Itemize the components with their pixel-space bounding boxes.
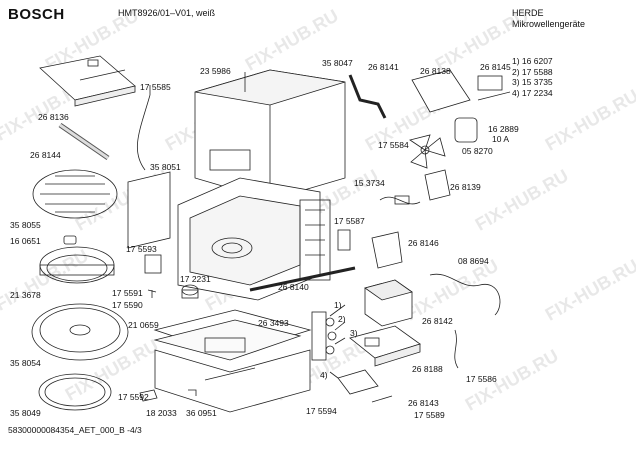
part-label: 18 2033: [146, 408, 177, 418]
thermostat-part: [144, 254, 162, 274]
part-label: 08 8694: [458, 256, 489, 266]
roller-ring-part: [39, 246, 115, 284]
document-footer: 58300000084354_AET_000_B -4/3: [8, 425, 142, 435]
fan-bracket-part: [371, 231, 403, 269]
part-label: 26 8188: [412, 364, 443, 374]
part-label: 26 8136: [38, 112, 69, 122]
leader-line: [329, 304, 346, 317]
part-label: 35 8047: [322, 58, 353, 68]
clip-part: [188, 389, 197, 396]
part-label: 10 A: [492, 134, 510, 144]
rod-part: [249, 266, 356, 292]
part-label: 21 3678: [10, 290, 41, 300]
control-board-part: [349, 325, 421, 367]
callout-label: 3): [350, 328, 358, 338]
part-label: 26 8143: [408, 398, 439, 408]
bracket-part: [348, 74, 387, 119]
small-board-part: [337, 229, 351, 251]
legend-item: 4) 17 2234: [512, 87, 553, 98]
part-label: 36 0951: [186, 408, 217, 418]
part-label: 17 5591: [112, 288, 143, 298]
coupler-part: [63, 235, 77, 245]
part-label: 26 8138: [420, 66, 451, 76]
harness-part: [429, 273, 501, 316]
door-switch-assembly-part: [311, 311, 337, 361]
part-label: 17 5592: [118, 392, 149, 402]
latch-part: [139, 389, 158, 402]
part-label: 17 5585: [140, 82, 171, 92]
glass-turntable-part: [31, 303, 129, 361]
lamp-holder-part: [337, 369, 379, 395]
part-label: 26 8140: [278, 282, 309, 292]
thermal-fuse-part: [379, 195, 421, 205]
part-label: 35 8051: [150, 162, 181, 172]
part-label: 35 8049: [10, 408, 41, 418]
heating-rod-part: [58, 122, 110, 161]
switch-part: [477, 75, 511, 101]
transformer-part: [364, 279, 413, 327]
part-label: 26 8146: [408, 238, 439, 248]
part-label: 15 3734: [354, 178, 385, 188]
model-number: HMT8926/01–V01, weiß: [118, 8, 216, 18]
part-label: 35 8055: [10, 220, 41, 230]
legend-item: 1) 16 6207: [512, 56, 553, 66]
part-label: 23 5986: [200, 66, 231, 76]
wire-rack-part: [32, 169, 118, 219]
callout-label: 2): [338, 314, 346, 324]
fan-assembly-part: [409, 69, 478, 201]
category-label: Mikrowellengeräte: [512, 19, 586, 29]
screw-part: [147, 289, 157, 298]
part-label: 26 8145: [480, 62, 511, 72]
brand-logo: BOSCH: [8, 6, 65, 23]
part-label: 35 8054: [10, 358, 41, 368]
legend-item: 3) 15 3735: [512, 77, 553, 87]
cable-part: [137, 94, 151, 171]
leader-line: [334, 321, 346, 331]
part-label: 17 2231: [180, 274, 211, 284]
legend-list: 1) 16 6207 2) 17 5588 3) 15 3735 4) 17 2…: [512, 56, 553, 98]
part-label: 05 8270: [462, 146, 493, 156]
leader-line: [334, 337, 346, 345]
part-label: 26 8142: [422, 316, 453, 326]
part-label: 17 5586: [466, 374, 497, 384]
insulation-plate-part: [127, 171, 171, 249]
outer-casing-part: [194, 69, 346, 201]
part-label: 17 5584: [378, 140, 409, 150]
support-ring-part: [38, 373, 112, 411]
part-label: 26 8141: [368, 62, 399, 72]
base-plate-part: [153, 309, 312, 413]
part-label: 17 5593: [126, 244, 157, 254]
part-label: 17 5587: [334, 216, 365, 226]
grill-cover-part: [39, 55, 136, 107]
lamp-cable-part: [454, 329, 459, 369]
part-label: 26 3493: [258, 318, 289, 328]
part-label: 21 0659: [128, 320, 159, 330]
part-label: 17 5594: [306, 406, 337, 416]
manufacturer-label: HERDE: [512, 8, 544, 18]
part-label: 16 0651: [10, 236, 41, 246]
oven-cavity-part: [177, 177, 331, 301]
callout-label: 1): [334, 300, 342, 310]
part-label: 26 8139: [450, 182, 481, 192]
part-label: 17 5590: [112, 300, 143, 310]
terminal-part: [371, 395, 393, 403]
part-label: 16 2889: [488, 124, 519, 134]
legend-item: 2) 17 5588: [512, 66, 553, 77]
part-label: 17 5589: [414, 410, 445, 420]
leader-line: [329, 371, 339, 379]
turntable-motor-part: [181, 284, 199, 299]
callout-label: 4): [320, 370, 328, 380]
part-label: 26 8144: [30, 150, 61, 160]
